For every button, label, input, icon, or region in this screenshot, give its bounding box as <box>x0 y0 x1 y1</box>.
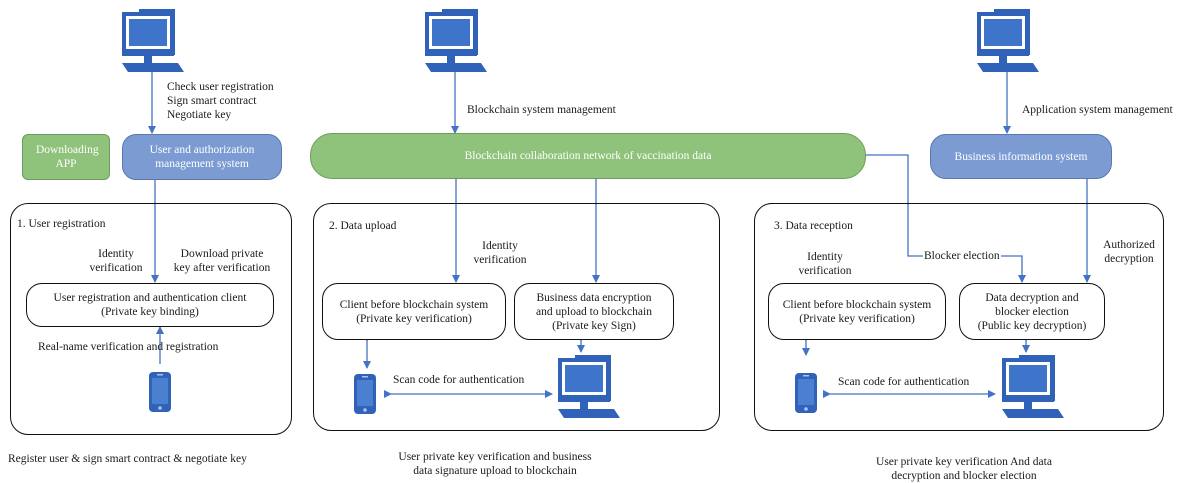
section3-identity-label: Identity verification <box>798 251 852 277</box>
client2-label: Client before blockchain system <box>339 298 489 311</box>
client3-sub: (Private key verification) <box>799 312 915 325</box>
blocker-election-label: Blocker election <box>923 249 1001 263</box>
client2-sub: (Private key verification) <box>356 312 472 325</box>
decrypt-label-line1: Data decryption and <box>985 291 1079 304</box>
arrow-blocker-election <box>866 154 1026 283</box>
note-check-registration: Check user registration <box>167 81 274 93</box>
panel-data-upload <box>313 203 720 431</box>
section1-caption: Register user & sign smart contract & ne… <box>8 453 247 465</box>
decryption-election-box: Data decryption and blocker election (Pu… <box>959 283 1105 340</box>
admin-computer-icon <box>977 9 1039 72</box>
user-auth-system-box: User and authorization management system <box>122 134 282 180</box>
section3-title: 3. Data reception <box>774 220 853 232</box>
realname-label: Real-name verification and registration <box>38 341 219 353</box>
encryption-upload-box: Business data encryption and upload to b… <box>514 283 674 340</box>
check-notes: Check user registration Sign smart contr… <box>167 80 274 122</box>
blockchain-network-box: Blockchain collaboration network of vacc… <box>310 133 866 179</box>
section1-identity-label: Identity verification <box>89 248 143 274</box>
registration-client-box: User registration and authentication cli… <box>26 283 274 327</box>
client3-label: Client before blockchain system <box>782 298 932 311</box>
section2-identity-label: Identity verification <box>473 240 527 266</box>
registration-client-sub: (Private key binding) <box>101 306 199 318</box>
panel-user-registration <box>10 203 292 435</box>
section1-download-key-label: Download private key after verification <box>173 248 271 274</box>
registration-client-label: User registration and authentication cli… <box>53 292 247 304</box>
section2-caption: User private key verification and busine… <box>398 451 592 477</box>
section2-scan-label: Scan code for authentication <box>393 374 525 386</box>
encrypt-label-line1: Business data encryption <box>536 291 652 304</box>
business-info-system-label: Business information system <box>954 150 1088 163</box>
client-before-blockchain-box: Client before blockchain system (Private… <box>322 283 506 340</box>
decrypt-label-line3: (Public key decryption) <box>977 319 1087 332</box>
admin-computer-icon <box>425 9 487 72</box>
section1-title: 1. User registration <box>17 218 106 230</box>
panel-data-reception <box>754 203 1164 431</box>
downloading-app-label: Downloading APP <box>36 144 99 170</box>
encrypt-label-line2: and upload to blockchain <box>536 305 652 318</box>
authorized-decryption-label: Authorized decryption <box>1103 239 1155 265</box>
note-negotiate-key: Negotiate key <box>167 109 232 121</box>
downloading-app-box: Downloading APP <box>22 134 110 180</box>
note-sign-contract: Sign smart contract <box>167 95 257 107</box>
app-mgmt-label: Application system management <box>1022 104 1173 116</box>
business-info-system-box: Business information system <box>930 134 1112 179</box>
client-before-blockchain-box: Client before blockchain system (Private… <box>768 283 946 340</box>
section3-scan-label: Scan code for authentication <box>838 376 970 388</box>
section3-caption: User private key verification And data d… <box>876 456 1052 482</box>
encrypt-label-line3: (Private key Sign) <box>552 319 636 332</box>
admin-computer-icon <box>122 9 184 72</box>
blockchain-mgmt-label: Blockchain system management <box>467 104 616 116</box>
section2-title: 2. Data upload <box>329 220 397 232</box>
user-auth-system-label: User and authorization management system <box>149 144 255 170</box>
blockchain-network-label: Blockchain collaboration network of vacc… <box>464 150 712 162</box>
decrypt-label-line2: blocker election <box>995 305 1069 318</box>
